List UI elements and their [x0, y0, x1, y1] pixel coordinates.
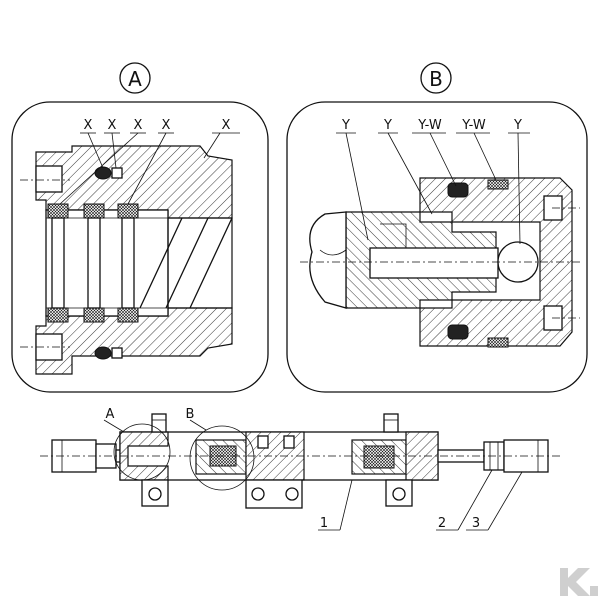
detail-a-callout-3: X [134, 118, 143, 133]
assembly-part-leaders [318, 469, 523, 531]
detail-a-frame [11, 101, 269, 393]
assembly-view: A B 1 2 3 [40, 407, 560, 531]
assembly-part-2: 2 [438, 516, 446, 531]
detail-b-callout-5: Y [513, 118, 522, 133]
assembly-part-3: 3 [472, 516, 480, 531]
detail-a-callout-5: X [222, 118, 231, 133]
detail-a-callout-leaders [59, 132, 240, 205]
detail-a-circle [119, 62, 151, 94]
detail-b-circle [420, 62, 452, 94]
assembly-end-cap-left [119, 431, 169, 481]
detail-b: B [286, 62, 588, 393]
detail-b-frame [286, 101, 588, 393]
detail-b-label: B [429, 67, 443, 91]
detail-a-seals [47, 166, 139, 360]
detail-a-bore [45, 209, 169, 317]
brand-k-logo-icon [560, 568, 598, 596]
detail-a-callout-1: X [84, 118, 93, 133]
detail-b-callout-3: Y-W [417, 118, 442, 133]
detail-b-housing [419, 177, 573, 347]
detail-a-callout-2: X [108, 118, 117, 133]
assembly-label-b: B [186, 407, 195, 422]
detail-b-seals [447, 179, 509, 348]
detail-a-port-upper [35, 165, 63, 193]
assembly-detail-b-circle [189, 425, 255, 491]
detail-a-label: A [128, 67, 142, 91]
detail-b-callout-2: Y [383, 118, 392, 133]
detail-b-callout-leaders [336, 132, 530, 245]
assembly-label-a: A [106, 407, 115, 422]
detail-b-callout-4: Y-W [461, 118, 486, 133]
assembly-port-right [383, 413, 399, 433]
detail-a-callout-4: X [162, 118, 171, 133]
detail-a-thread-lines [139, 217, 233, 309]
assembly-detail-a-circle [113, 423, 171, 481]
detail-b-rod-end [309, 211, 347, 309]
detail-b-bore [369, 247, 499, 279]
detail-b-callout-1: Y [341, 118, 350, 133]
assembly-part-1: 1 [320, 516, 328, 531]
detail-a: A [11, 62, 269, 393]
